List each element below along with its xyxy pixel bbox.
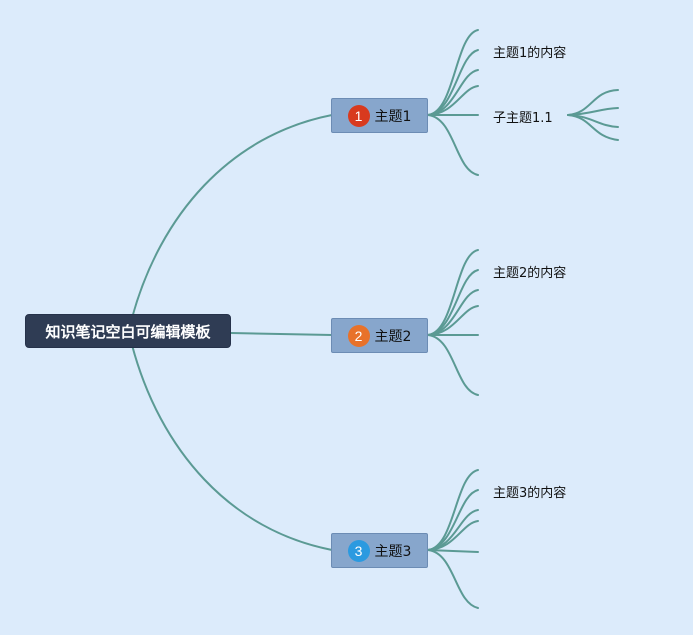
- topic-3[interactable]: 3 主题3: [331, 533, 428, 568]
- topic-2-label: 主题2: [374, 328, 412, 345]
- topic-3-label: 主题3: [374, 543, 412, 560]
- topic2-branches: [427, 249, 479, 396]
- topic-1-label: 主题1: [374, 108, 412, 125]
- topic-1[interactable]: 1 主题1: [331, 98, 428, 133]
- topic-1-content[interactable]: 主题1的内容: [493, 46, 567, 61]
- connector-root-topic3: [131, 344, 333, 551]
- topic-2-number-badge: 2: [347, 324, 370, 347]
- connector-root-topic1: [131, 114, 333, 319]
- topic-3-content[interactable]: 主题3的内容: [493, 486, 567, 501]
- topic1-branches: [427, 29, 479, 176]
- topic3-branches: [427, 469, 479, 609]
- connector-root-topic2: [230, 332, 333, 336]
- root-topic-label: 知识笔记空白可编辑模板: [45, 322, 211, 341]
- topic-1-number-badge: 1: [347, 104, 370, 127]
- topic-2-content[interactable]: 主题2的内容: [493, 266, 567, 281]
- topic-2[interactable]: 2 主题2: [331, 318, 428, 353]
- topic-3-number-badge: 3: [347, 539, 370, 562]
- subtopic-1-1[interactable]: 子主题1.1: [493, 111, 553, 126]
- subtopic-branches: [567, 89, 619, 141]
- root-topic[interactable]: 知识笔记空白可编辑模板: [25, 314, 231, 348]
